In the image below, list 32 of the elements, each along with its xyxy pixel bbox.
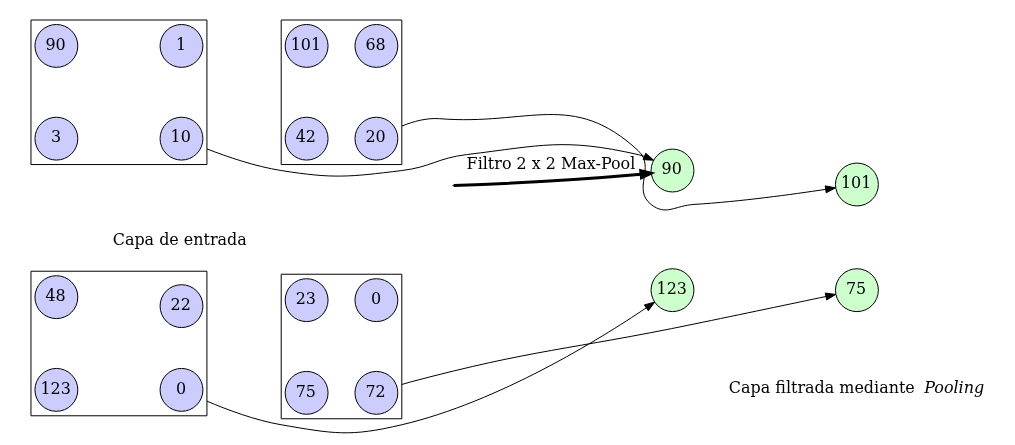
node-circle: 75	[284, 370, 329, 415]
edge-label: Filtro 2 x 2 Max-Pool	[466, 154, 635, 174]
label: Capa filtrada mediante Pooling	[728, 377, 984, 397]
node-circle: 72	[353, 370, 398, 415]
node-circle: 48	[33, 275, 78, 320]
arrow	[453, 168, 656, 187]
node-circle: 42	[284, 116, 329, 161]
node-circle: 23	[284, 278, 329, 323]
node-circle: 123	[33, 367, 78, 412]
node-circle: 3	[33, 116, 78, 161]
arrow	[205, 144, 654, 177]
node-circle: 0	[353, 278, 398, 323]
node-circle: 90	[650, 148, 694, 193]
node-circle: 22	[159, 284, 203, 329]
arrow	[400, 114, 836, 211]
node-circle: 1	[159, 24, 203, 68]
node-circle: 123	[650, 268, 694, 313]
cluster	[29, 270, 207, 417]
node-circle: 75	[834, 268, 879, 313]
node-circle: 101	[284, 24, 329, 68]
node-circle: 20	[353, 116, 398, 161]
arrow	[400, 292, 836, 385]
cluster	[280, 19, 402, 166]
node-circle: 90	[33, 24, 78, 68]
cluster	[280, 273, 402, 420]
node-circle: 101	[834, 162, 879, 207]
node-circle: 10	[159, 116, 203, 161]
node-circle: 0	[159, 367, 203, 412]
node-circle: 68	[353, 24, 398, 68]
cluster	[29, 19, 207, 166]
arrow	[205, 301, 655, 434]
label: Capa de entrada	[112, 230, 247, 250]
